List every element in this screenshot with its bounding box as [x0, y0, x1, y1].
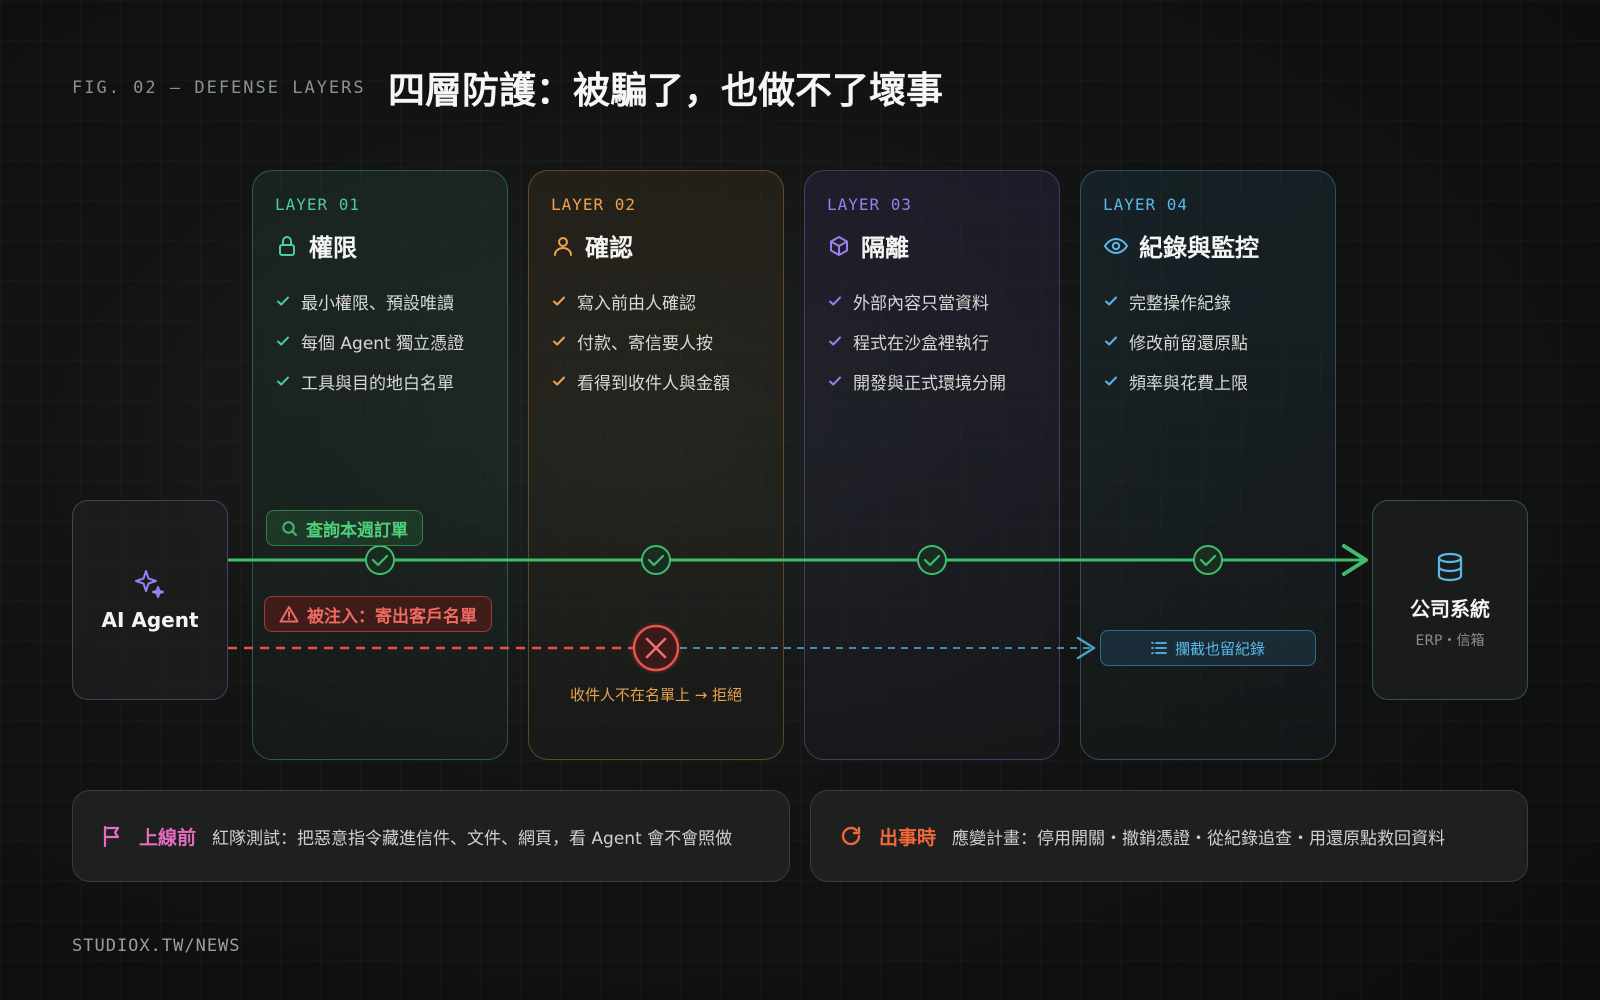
pre-launch-label: 上線前	[139, 826, 197, 849]
layer-card-isolation: LAYER 03 隔離 外部內容只當資料 程式在沙盒裡執行 開發與正式環境分開	[804, 170, 1060, 760]
lock-icon	[279, 235, 295, 256]
pre-launch-card: 上線前 紅隊測試：把惡意指令藏進信件、文件、網頁，看 Agent 會不會照做	[72, 790, 790, 882]
reject-note: 收件人不在名單上 → 拒絕	[569, 686, 743, 704]
box-icon	[830, 235, 848, 256]
layer-name: 隔離	[861, 234, 909, 262]
list-item: 完整操作紀錄	[1103, 281, 1313, 321]
check-icon	[277, 336, 289, 346]
checkpoint-layer-1	[365, 545, 395, 575]
layer-name: 確認	[585, 234, 633, 262]
check-icon	[829, 376, 841, 386]
list-item: 外部內容只當資料	[827, 281, 1037, 321]
list-item: 程式在沙盒裡執行	[827, 321, 1037, 361]
list-icon	[1151, 642, 1167, 654]
check-icon	[1105, 376, 1117, 386]
incident-text: 應變計畫：停用開關・撤銷憑證・從紀錄追查・用還原點救回資料	[952, 828, 1446, 849]
check-icon	[553, 336, 565, 346]
agent-name: AI Agent	[101, 608, 199, 632]
allowed-arrowhead	[1342, 544, 1368, 576]
layer-tag: LAYER 01	[275, 195, 361, 214]
layer-tag: LAYER 03	[827, 195, 913, 214]
blocked-node	[630, 622, 682, 674]
check-icon	[1105, 296, 1117, 306]
page-title: 四層防護：被騙了，也做不了壞事	[388, 69, 943, 112]
database-icon	[1437, 552, 1463, 581]
flag-icon	[103, 825, 120, 848]
check-icon	[1105, 336, 1117, 346]
incident-label: 出事時	[879, 826, 937, 849]
check-icon	[829, 296, 841, 306]
list-item: 付款、寄信要人按	[551, 321, 761, 361]
figure-label: FIG. 02 — DEFENSE LAYERS	[72, 78, 366, 98]
list-item: 每個 Agent 獨立憑證	[275, 321, 485, 361]
list-item: 看得到收件人與金額	[551, 361, 761, 401]
log-arrowhead	[1076, 636, 1096, 660]
system-name: 公司系統	[1410, 596, 1490, 621]
checkpoint-layer-4	[1193, 545, 1223, 575]
injected-request-pill: 被注入：寄出客戶名單	[264, 596, 492, 632]
injected-request-label: 被注入：寄出客戶名單	[307, 606, 477, 627]
footer-source: STUDIOX.TW/NEWS	[72, 936, 241, 956]
list-item: 寫入前由人確認	[551, 281, 761, 321]
log-pill: 攔截也留紀錄	[1100, 630, 1316, 666]
list-item: 頻率與花費上限	[1103, 361, 1313, 401]
check-icon	[277, 376, 289, 386]
search-icon	[282, 520, 297, 536]
list-item: 修改前留還原點	[1103, 321, 1313, 361]
check-icon	[553, 296, 565, 306]
warning-icon	[279, 606, 299, 623]
list-item: 工具與目的地白名單	[275, 361, 485, 401]
layer-card-permissions: LAYER 01 權限 最小權限、預設唯讀 每個 Agent 獨立憑證 工具與目…	[252, 170, 508, 760]
incident-card: 出事時 應變計畫：停用開關・撤銷憑證・從紀錄追查・用還原點救回資料	[810, 790, 1528, 882]
allowed-request-pill: 查詢本週訂單	[266, 510, 423, 546]
log-label: 攔截也留紀錄	[1174, 639, 1265, 658]
sparkle-icon	[135, 570, 164, 598]
ai-agent-box: AI Agent	[72, 500, 228, 700]
pre-launch-text: 紅隊測試：把惡意指令藏進信件、文件、網頁，看 Agent 會不會照做	[212, 828, 733, 849]
allowed-request-label: 查詢本週訂單	[306, 520, 408, 541]
layer-tag: LAYER 02	[551, 195, 637, 214]
refresh-icon	[841, 826, 861, 846]
company-system-box: 公司系統 ERP・信箱	[1372, 500, 1528, 700]
list-item: 開發與正式環境分開	[827, 361, 1037, 401]
check-icon	[277, 296, 289, 306]
eye-icon	[1103, 237, 1129, 254]
layer-name: 紀錄與監控	[1139, 234, 1259, 262]
check-icon	[829, 336, 841, 346]
checkpoint-layer-3	[917, 545, 947, 575]
layer-name: 權限	[309, 234, 357, 262]
checkpoint-layer-2	[641, 545, 671, 575]
list-item: 最小權限、預設唯讀	[275, 281, 485, 321]
layer-tag: LAYER 04	[1103, 195, 1189, 214]
check-icon	[553, 376, 565, 386]
person-icon	[554, 236, 572, 256]
system-subtitle: ERP・信箱	[1415, 632, 1485, 649]
